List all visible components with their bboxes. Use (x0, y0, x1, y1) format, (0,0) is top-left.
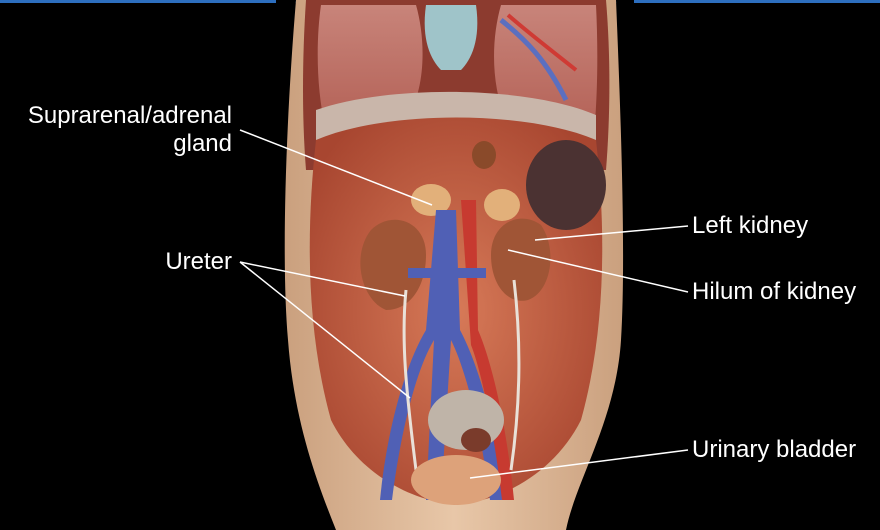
label-adrenal-gland: Suprarenal/adrenal gland (4, 102, 232, 158)
label-adrenal-line1: Suprarenal/adrenal (27, 102, 232, 129)
label-ureter: Ureter (165, 248, 232, 275)
torso-anatomy-photo (276, 0, 634, 530)
label-hilum-of-kidney: Hilum of kidney (692, 278, 857, 305)
label-left-kidney: Left kidney (692, 212, 809, 239)
label-adrenal-line2: gland (173, 130, 232, 157)
label-urinary-bladder: Urinary bladder (692, 436, 857, 463)
